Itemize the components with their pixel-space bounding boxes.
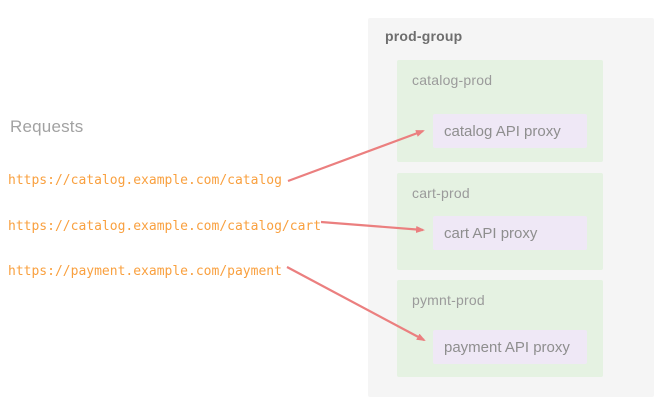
request-url-catalog: https://catalog.example.com/catalog bbox=[8, 173, 282, 188]
proxy-box-cart: cart API proxy bbox=[433, 216, 587, 250]
environment-group-box: prod-group catalog-prod catalog API prox… bbox=[368, 18, 654, 397]
proxy-label: cart API proxy bbox=[444, 224, 538, 242]
environment-name: cart-prod bbox=[412, 185, 470, 201]
environment-name: pymnt-prod bbox=[412, 292, 485, 308]
environment-name: catalog-prod bbox=[412, 72, 493, 88]
requests-heading: Requests bbox=[10, 117, 84, 136]
proxy-label: payment API proxy bbox=[444, 338, 570, 356]
proxy-box-catalog: catalog API proxy bbox=[433, 114, 587, 148]
environment-box-cart-prod: cart-prod cart API proxy bbox=[397, 173, 603, 270]
proxy-label: catalog API proxy bbox=[444, 122, 561, 140]
environment-group-title: prod-group bbox=[385, 28, 463, 44]
request-url-catalog-cart: https://catalog.example.com/catalog/cart bbox=[8, 219, 322, 234]
request-url-payment: https://payment.example.com/payment bbox=[8, 264, 282, 279]
proxy-box-payment: payment API proxy bbox=[433, 330, 587, 364]
environment-box-pymnt-prod: pymnt-prod payment API proxy bbox=[397, 280, 603, 377]
environment-box-catalog-prod: catalog-prod catalog API proxy bbox=[397, 60, 603, 162]
